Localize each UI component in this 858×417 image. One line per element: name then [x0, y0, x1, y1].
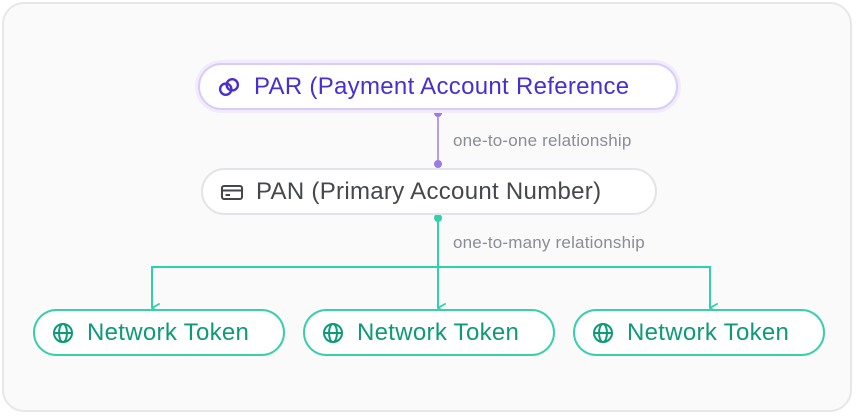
- network-token-node: Network Token: [303, 309, 555, 356]
- network-token-label: Network Token: [627, 318, 790, 346]
- link-icon: [216, 74, 242, 100]
- one-to-many-label: one-to-many relationship: [453, 233, 645, 252]
- one-to-one-label: one-to-one relationship: [453, 131, 632, 150]
- par-connector-dot: [434, 109, 442, 117]
- globe-icon: [321, 321, 345, 345]
- network-token-node: Network Token: [33, 309, 285, 356]
- globe-icon: [51, 321, 75, 345]
- pan-token-branch-right: [438, 266, 718, 313]
- pan-top-connector-dot: [434, 160, 442, 168]
- network-token-node: Network Token: [573, 309, 825, 356]
- credit-card-icon: [220, 180, 244, 204]
- pan-token-branch-left: [151, 266, 438, 313]
- pan-node: PAN (Primary Account Number): [201, 168, 657, 215]
- network-token-label: Network Token: [357, 318, 520, 346]
- globe-icon: [591, 321, 615, 345]
- par-label: PAR (Payment Account Reference: [254, 72, 630, 100]
- pan-label: PAN (Primary Account Number): [256, 177, 602, 205]
- par-node: PAR (Payment Account Reference: [198, 63, 678, 110]
- network-token-label: Network Token: [87, 318, 250, 346]
